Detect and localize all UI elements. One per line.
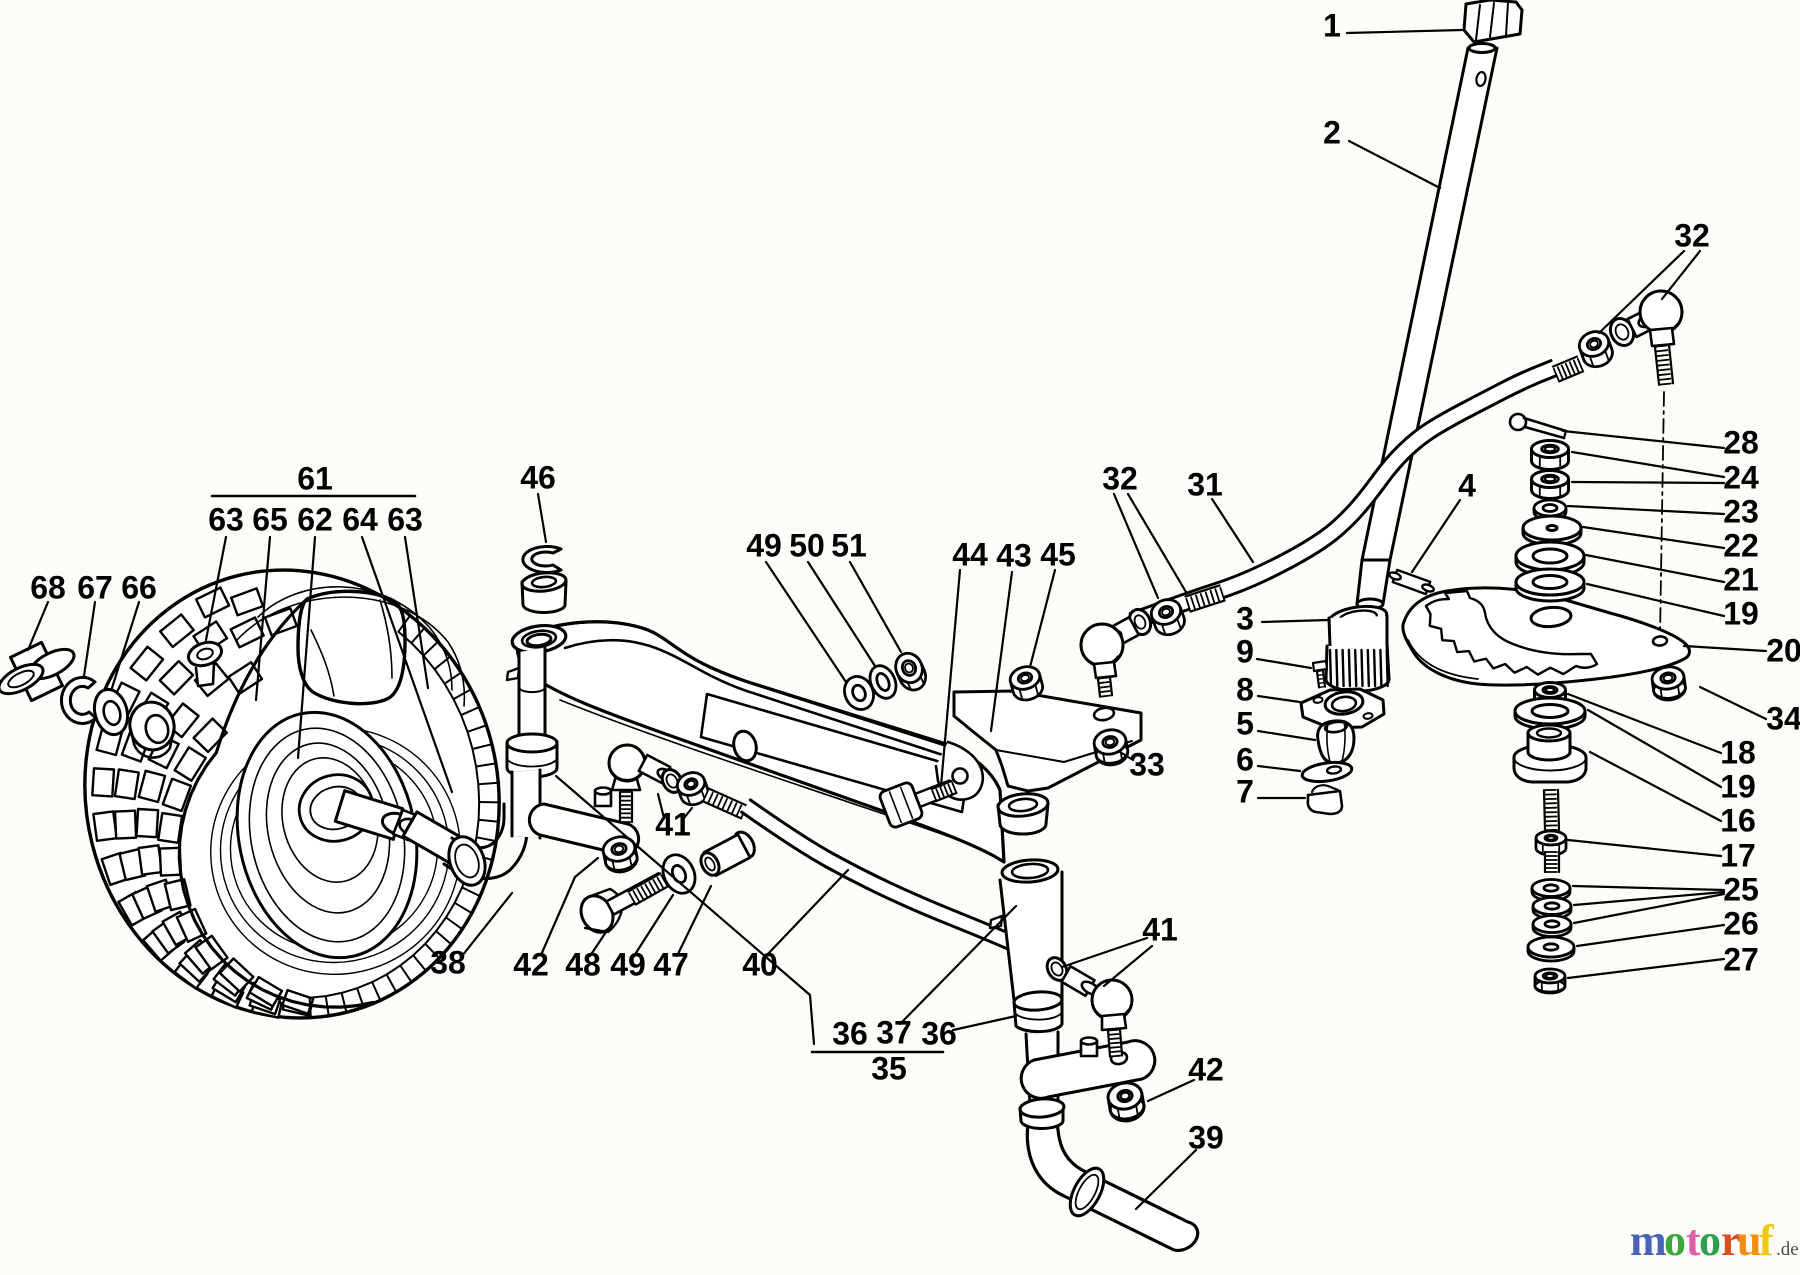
- svg-text:22: 22: [1723, 527, 1759, 563]
- svg-text:37: 37: [876, 1014, 912, 1050]
- svg-text:o: o: [1699, 1216, 1721, 1265]
- svg-text:u: u: [1737, 1216, 1761, 1265]
- svg-text:62: 62: [297, 501, 333, 537]
- svg-text:68: 68: [30, 569, 66, 605]
- svg-text:36: 36: [921, 1015, 957, 1051]
- svg-text:51: 51: [831, 527, 867, 563]
- svg-text:66: 66: [121, 569, 157, 605]
- svg-text:63: 63: [208, 501, 244, 537]
- svg-text:20: 20: [1766, 632, 1800, 668]
- svg-text:6: 6: [1236, 741, 1254, 777]
- svg-text:7: 7: [1236, 773, 1254, 809]
- svg-text:36: 36: [832, 1015, 868, 1051]
- svg-text:28: 28: [1723, 424, 1759, 460]
- svg-text:61: 61: [297, 460, 333, 496]
- svg-text:19: 19: [1720, 768, 1756, 804]
- svg-text:24: 24: [1723, 459, 1759, 495]
- svg-text:2: 2: [1323, 114, 1341, 150]
- svg-text:17: 17: [1720, 837, 1756, 873]
- svg-text:3: 3: [1236, 600, 1254, 636]
- svg-text:46: 46: [520, 459, 556, 495]
- svg-text:32: 32: [1674, 217, 1710, 253]
- svg-text:63: 63: [387, 501, 423, 537]
- svg-text:33: 33: [1129, 746, 1165, 782]
- svg-text:16: 16: [1720, 802, 1756, 838]
- svg-text:65: 65: [252, 501, 288, 537]
- svg-text:4: 4: [1458, 467, 1476, 503]
- svg-text:42: 42: [513, 946, 549, 982]
- svg-text:18: 18: [1720, 734, 1756, 770]
- svg-text:o: o: [1664, 1216, 1686, 1265]
- svg-text:35: 35: [871, 1050, 907, 1086]
- svg-text:25: 25: [1723, 871, 1759, 907]
- svg-text:1: 1: [1323, 7, 1341, 43]
- svg-text:21: 21: [1723, 561, 1759, 597]
- svg-text:34: 34: [1766, 700, 1800, 736]
- svg-text:.de: .de: [1776, 1239, 1799, 1260]
- svg-text:32: 32: [1102, 460, 1138, 496]
- svg-text:41: 41: [655, 806, 691, 842]
- svg-text:19: 19: [1723, 595, 1759, 631]
- svg-text:23: 23: [1723, 493, 1759, 529]
- svg-text:27: 27: [1723, 941, 1759, 977]
- svg-text:67: 67: [77, 569, 113, 605]
- svg-text:26: 26: [1723, 905, 1759, 941]
- svg-text:41: 41: [1142, 911, 1178, 947]
- svg-text:31: 31: [1187, 466, 1223, 502]
- svg-text:m: m: [1630, 1216, 1667, 1265]
- svg-text:50: 50: [789, 527, 825, 563]
- svg-text:45: 45: [1040, 536, 1076, 572]
- svg-text:39: 39: [1188, 1119, 1224, 1155]
- svg-text:40: 40: [742, 946, 778, 982]
- svg-text:48: 48: [565, 946, 601, 982]
- svg-text:42: 42: [1188, 1051, 1224, 1087]
- svg-text:49: 49: [610, 946, 646, 982]
- svg-text:49: 49: [746, 527, 782, 563]
- svg-text:5: 5: [1236, 705, 1254, 741]
- svg-text:64: 64: [342, 501, 378, 537]
- svg-text:47: 47: [653, 946, 689, 982]
- svg-text:8: 8: [1236, 671, 1254, 707]
- svg-text:9: 9: [1236, 633, 1254, 669]
- svg-text:f: f: [1759, 1216, 1775, 1265]
- svg-text:44: 44: [952, 536, 988, 572]
- svg-text:38: 38: [430, 944, 466, 980]
- svg-text:43: 43: [996, 537, 1032, 573]
